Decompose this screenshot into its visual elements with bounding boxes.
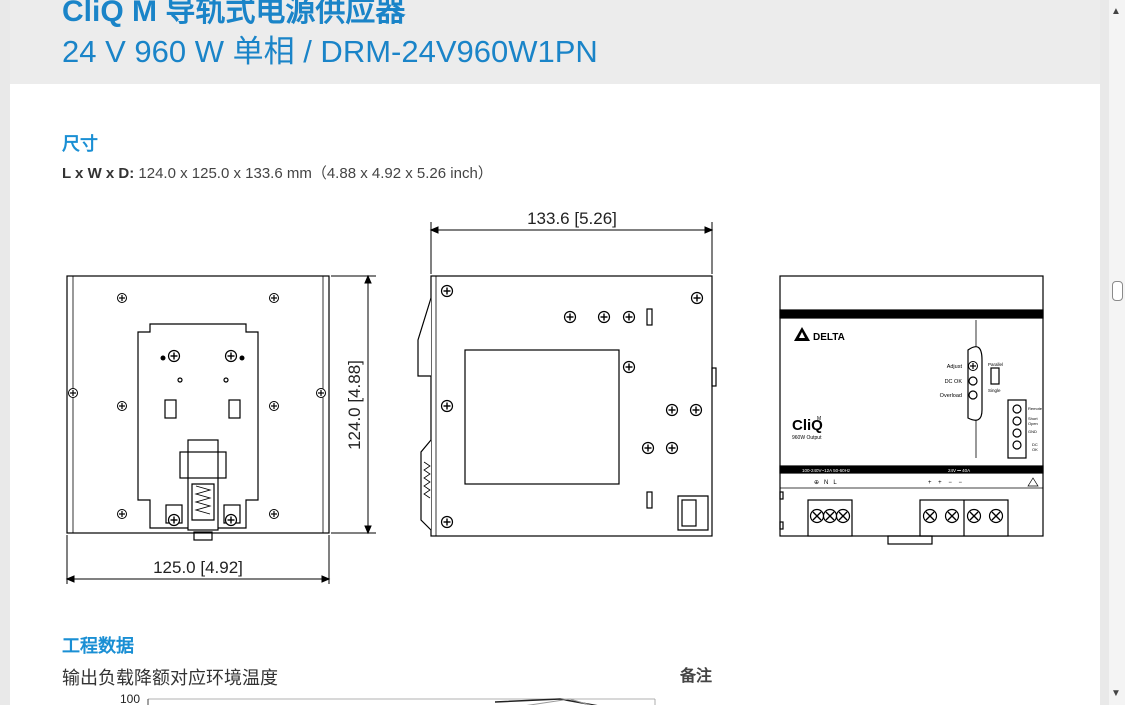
input-rating: 100-240V~12A 50-60Hz bbox=[802, 468, 851, 473]
derating-chart-title: 输出负载降额对应环境温度 bbox=[62, 668, 278, 688]
notes-heading: 备注 bbox=[680, 668, 713, 685]
side-depth-dimension bbox=[429, 222, 714, 274]
dimensions-value: 124.0 x 125.0 x 133.6 mm（4.88 x 4.92 x 5… bbox=[138, 165, 493, 182]
rear-view-drawing bbox=[66, 275, 330, 541]
dc-label: DC bbox=[1032, 442, 1038, 447]
scroll-thumb[interactable] bbox=[1112, 281, 1123, 301]
cliq-logo-superscript: M bbox=[817, 416, 821, 422]
scroll-up-icon[interactable]: ▲ bbox=[1111, 6, 1121, 17]
product-title: CliQ M 导轨式电源供应器 bbox=[62, 0, 406, 28]
datasheet-page: CliQ M 导轨式电源供应器 24 V 960 W 单相 / DRM-24V9… bbox=[10, 0, 1100, 705]
engineering-heading: 工程数据 bbox=[62, 636, 134, 656]
single-label: Single bbox=[988, 388, 1001, 393]
cliq-logo: CliQ bbox=[792, 417, 823, 434]
remote-label: Remote bbox=[1028, 406, 1043, 411]
rear-height-label: 124.0 [4.88] bbox=[345, 360, 364, 450]
vertical-scrollbar[interactable] bbox=[1109, 0, 1125, 705]
input-terminal-labels: ⊕ N L bbox=[814, 480, 837, 486]
brand-name: DELTA bbox=[813, 332, 845, 343]
scroll-down-icon[interactable]: ▼ bbox=[1111, 688, 1121, 699]
dimensions-heading: 尺寸 bbox=[62, 134, 98, 154]
rear-width-dimension bbox=[65, 535, 331, 584]
ok-label: OK bbox=[1032, 447, 1038, 452]
y-tick-100: 100 bbox=[120, 692, 140, 705]
warning-icon bbox=[1027, 477, 1039, 487]
dimension-drawings: 125.0 [4.92] 124.0 [4.88] bbox=[65, 209, 1044, 584]
front-view-drawing bbox=[779, 275, 1044, 545]
side-depth-label: 133.6 [5.26] bbox=[527, 209, 617, 228]
dimensions-label: L x W x D: bbox=[62, 165, 135, 182]
product-subtitle: 24 V 960 W 单相 / DRM-24V960W1PN bbox=[62, 34, 598, 69]
output-rating: 24V ⎓ 40A bbox=[948, 468, 970, 473]
gnd-label: GND bbox=[1028, 429, 1037, 434]
open-label: Open bbox=[1028, 421, 1038, 426]
output-terminal-labels: + + − − bbox=[928, 480, 963, 486]
parallel-label: Parallel bbox=[988, 362, 1003, 367]
model-output-label: 960W Output bbox=[792, 435, 822, 441]
rear-width-label: 125.0 [4.92] bbox=[153, 558, 243, 577]
dc-ok-label: DC OK bbox=[945, 379, 963, 385]
overload-label: Overload bbox=[940, 393, 962, 399]
adjust-label: Adjust bbox=[947, 364, 963, 370]
dimensions-spec: L x W x D: 124.0 x 125.0 x 133.6 mm（4.88… bbox=[62, 162, 493, 183]
short-label: Short bbox=[1028, 416, 1038, 421]
rear-height-dimension bbox=[331, 274, 376, 535]
header-band bbox=[10, 0, 1100, 84]
rear-view-screws bbox=[67, 292, 327, 527]
derating-chart: 100 bbox=[120, 692, 656, 705]
